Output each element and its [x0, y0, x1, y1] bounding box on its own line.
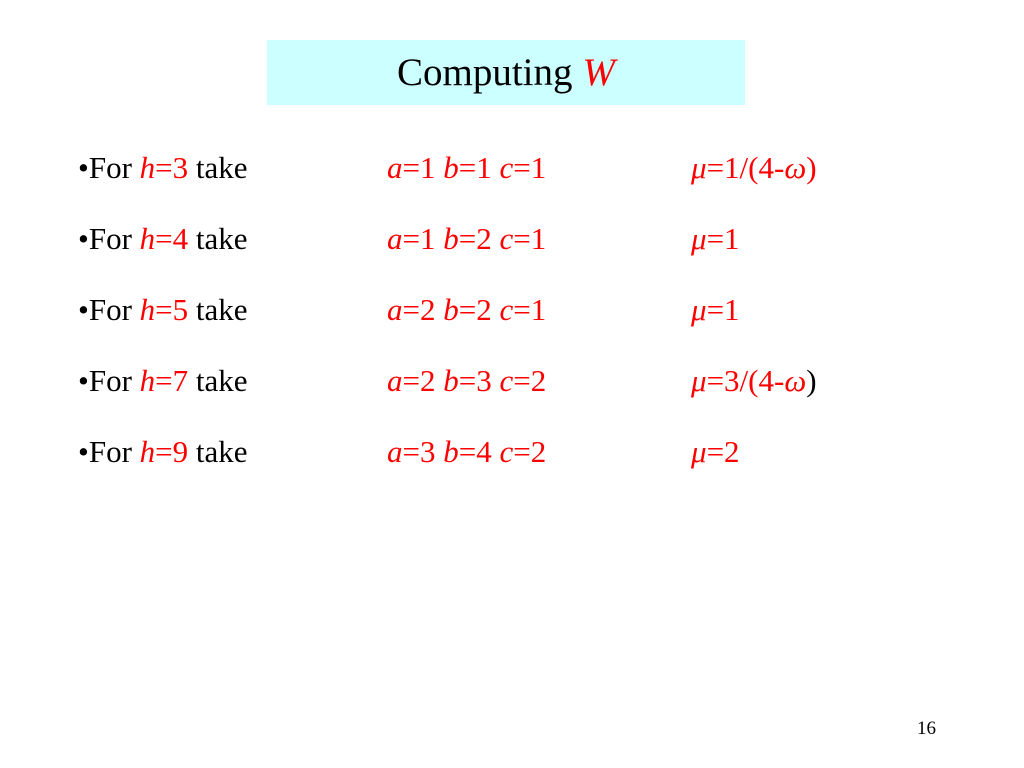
row-lead: •For h=9 take	[78, 434, 248, 470]
bullet-for: •For	[78, 221, 132, 256]
b-var: b	[443, 150, 459, 185]
a-var: a	[387, 434, 403, 469]
b-value: =2	[458, 221, 492, 256]
mu-symbol: μ	[691, 434, 707, 469]
abc-values: a=1 b=1 c=1	[387, 150, 546, 186]
b-var: b	[443, 434, 459, 469]
row-lead: •For h=4 take	[78, 221, 248, 257]
row-lead: •For h=3 take	[78, 150, 248, 186]
h-var: h	[139, 292, 156, 327]
b-var: b	[443, 363, 459, 398]
mu-symbol: μ	[691, 363, 707, 398]
b-value: =1	[458, 150, 492, 185]
mu-value: μ=2	[691, 434, 740, 470]
h-var: h	[139, 434, 156, 469]
c-var: c	[499, 221, 514, 256]
c-var: c	[499, 363, 514, 398]
c-value: =2	[513, 434, 547, 469]
bullet-for: •For	[78, 150, 132, 185]
case-list: •For h=3 take a=1 b=1 c=1 μ=1/(4-ω) •For…	[78, 150, 978, 505]
mu-value: μ=1	[691, 292, 740, 328]
take-word: take	[195, 150, 248, 185]
page-number: 16	[917, 718, 936, 739]
abc-values: a=3 b=4 c=2	[387, 434, 546, 470]
mu-expression: =1	[706, 221, 740, 256]
take-word: take	[195, 363, 248, 398]
a-var: a	[387, 221, 403, 256]
h-value: =5	[155, 292, 189, 327]
mu-symbol: μ	[691, 221, 707, 256]
abc-values: a=1 b=2 c=1	[387, 221, 546, 257]
mu-symbol: μ	[691, 292, 707, 327]
case-row: •For h=4 take a=1 b=2 c=1 μ=1	[78, 221, 978, 292]
c-value: =1	[513, 221, 547, 256]
c-var: c	[499, 150, 514, 185]
mu-symbol: μ	[691, 150, 707, 185]
row-lead: •For h=7 take	[78, 363, 248, 399]
a-value: =2	[402, 292, 436, 327]
h-value: =9	[155, 434, 189, 469]
c-var: c	[499, 434, 514, 469]
take-word: take	[195, 434, 248, 469]
a-value: =1	[402, 150, 436, 185]
c-var: c	[499, 292, 514, 327]
bullet-for: •For	[78, 292, 132, 327]
b-var: b	[443, 221, 459, 256]
h-var: h	[139, 363, 156, 398]
mu-expression: =3/(4-	[706, 363, 785, 398]
abc-values: a=2 b=3 c=2	[387, 363, 546, 399]
h-value: =7	[155, 363, 189, 398]
case-row: •For h=5 take a=2 b=2 c=1 μ=1	[78, 292, 978, 363]
mu-expression: =1/(4-	[706, 150, 785, 185]
b-var: b	[443, 292, 459, 327]
omega-symbol: ω	[784, 363, 807, 398]
c-value: =1	[513, 292, 547, 327]
h-value: =4	[155, 221, 189, 256]
mu-expression: =2	[706, 434, 740, 469]
case-row: •For h=7 take a=2 b=3 c=2 μ=3/(4-ω)	[78, 363, 978, 434]
case-row: •For h=3 take a=1 b=1 c=1 μ=1/(4-ω)	[78, 150, 978, 221]
a-var: a	[387, 363, 403, 398]
a-var: a	[387, 292, 403, 327]
bullet-for: •For	[78, 434, 132, 469]
mu-value: μ=1	[691, 221, 740, 257]
mu-expression: =1	[706, 292, 740, 327]
mu-value: μ=1/(4-ω)	[691, 150, 817, 186]
b-value: =2	[458, 292, 492, 327]
take-word: take	[195, 221, 248, 256]
title-symbol: W	[582, 51, 616, 94]
close-paren: )	[806, 363, 817, 398]
b-value: =4	[458, 434, 492, 469]
a-value: =2	[402, 363, 436, 398]
title-text: Computing	[396, 51, 573, 94]
row-lead: •For h=5 take	[78, 292, 248, 328]
abc-values: a=2 b=2 c=1	[387, 292, 546, 328]
c-value: =1	[513, 150, 547, 185]
a-var: a	[387, 150, 403, 185]
b-value: =3	[458, 363, 492, 398]
a-value: =3	[402, 434, 436, 469]
h-value: =3	[155, 150, 189, 185]
bullet-for: •For	[78, 363, 132, 398]
a-value: =1	[402, 221, 436, 256]
take-word: take	[195, 292, 248, 327]
close-paren: )	[806, 150, 817, 185]
case-row: •For h=9 take a=3 b=4 c=2 μ=2	[78, 434, 978, 505]
mu-value: μ=3/(4-ω)	[691, 363, 817, 399]
h-var: h	[139, 150, 156, 185]
c-value: =2	[513, 363, 547, 398]
omega-symbol: ω	[784, 150, 807, 185]
h-var: h	[139, 221, 156, 256]
